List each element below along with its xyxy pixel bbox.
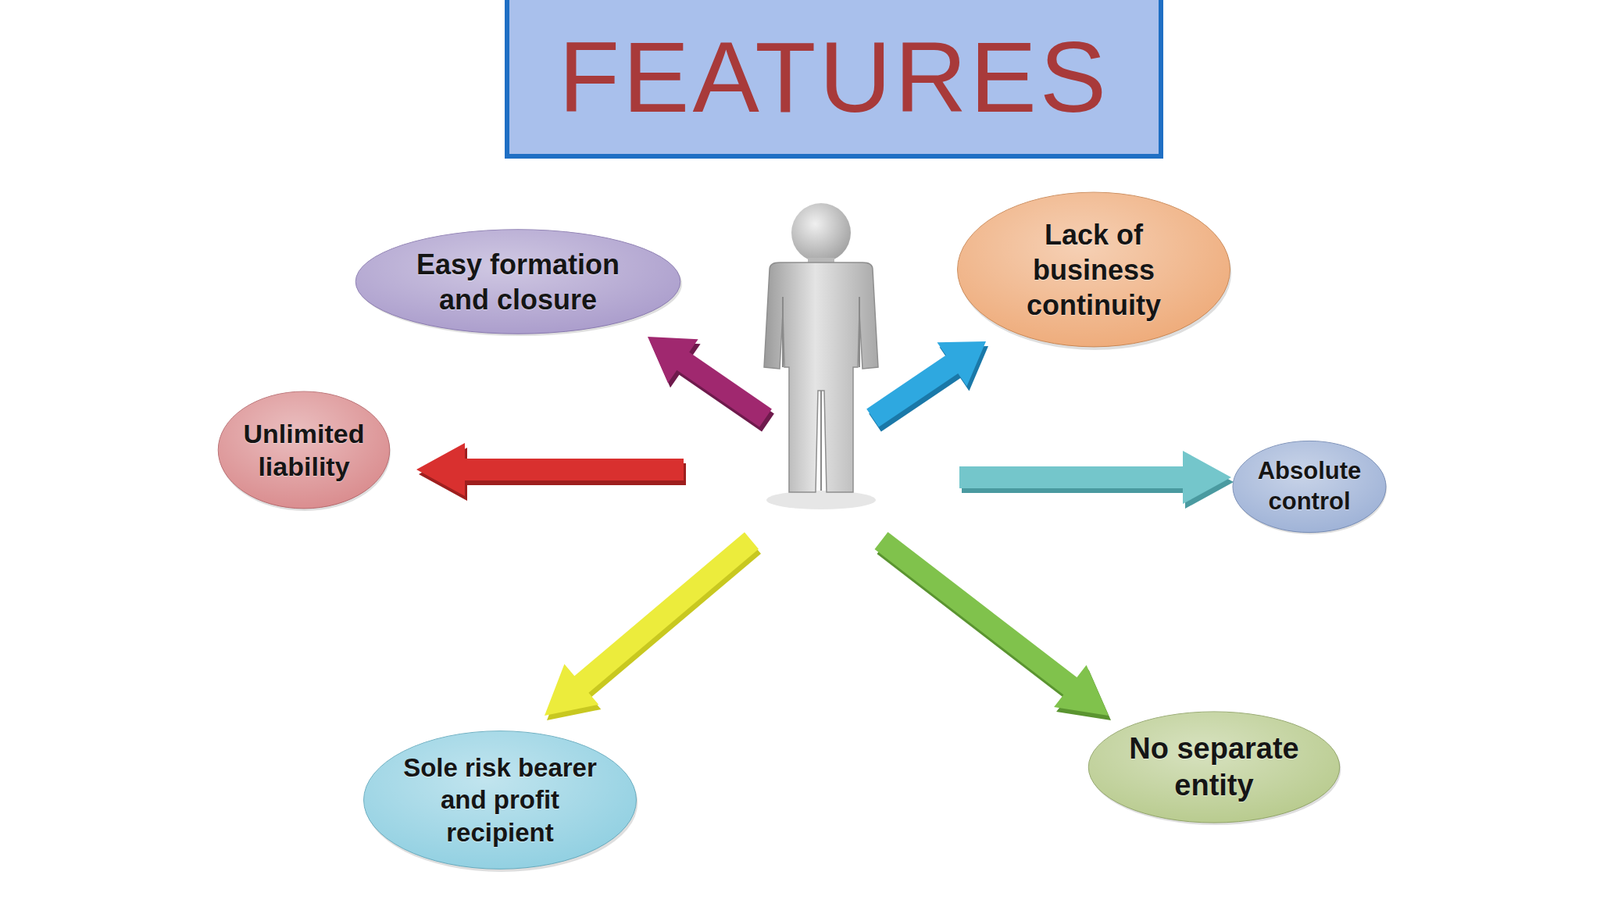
- feature-label: Lack of business continuity: [991, 217, 1197, 323]
- arrow-shape: [959, 450, 1232, 504]
- title-box: FEATURES: [504, 0, 1164, 159]
- feature-label: Unlimited liability: [239, 417, 369, 484]
- feature-ellipse: Sole risk bearer and profit recipient: [360, 728, 640, 872]
- arrow-shape: [416, 442, 684, 497]
- feature-ellipse: No separate entity: [1085, 709, 1343, 825]
- person-figure: [764, 203, 879, 510]
- ellipse-shape: [1231, 439, 1388, 535]
- feature-label: Sole risk bearer and profit recipient: [397, 751, 604, 849]
- feature-ellipse: Absolute control: [1231, 439, 1388, 535]
- title: FEATURES: [558, 27, 1110, 128]
- ellipse-shape: [216, 389, 392, 511]
- arrow-shape: [875, 532, 1110, 716]
- feature-ellipse: Unlimited liability: [216, 389, 392, 511]
- feature-label: Absolute control: [1251, 456, 1368, 518]
- arrow-shape: [544, 532, 759, 716]
- feature-ellipse: Lack of business continuity: [954, 189, 1233, 350]
- ellipse-shape: [1085, 709, 1343, 825]
- feature-label: No separate entity: [1119, 730, 1310, 805]
- arrow-shape: [647, 336, 772, 428]
- arrow-shape: [866, 341, 986, 428]
- feature-ellipse: Easy formation and closure: [352, 227, 684, 336]
- ellipse-shape: [352, 227, 684, 336]
- feature-label: Easy formation and closure: [395, 246, 641, 318]
